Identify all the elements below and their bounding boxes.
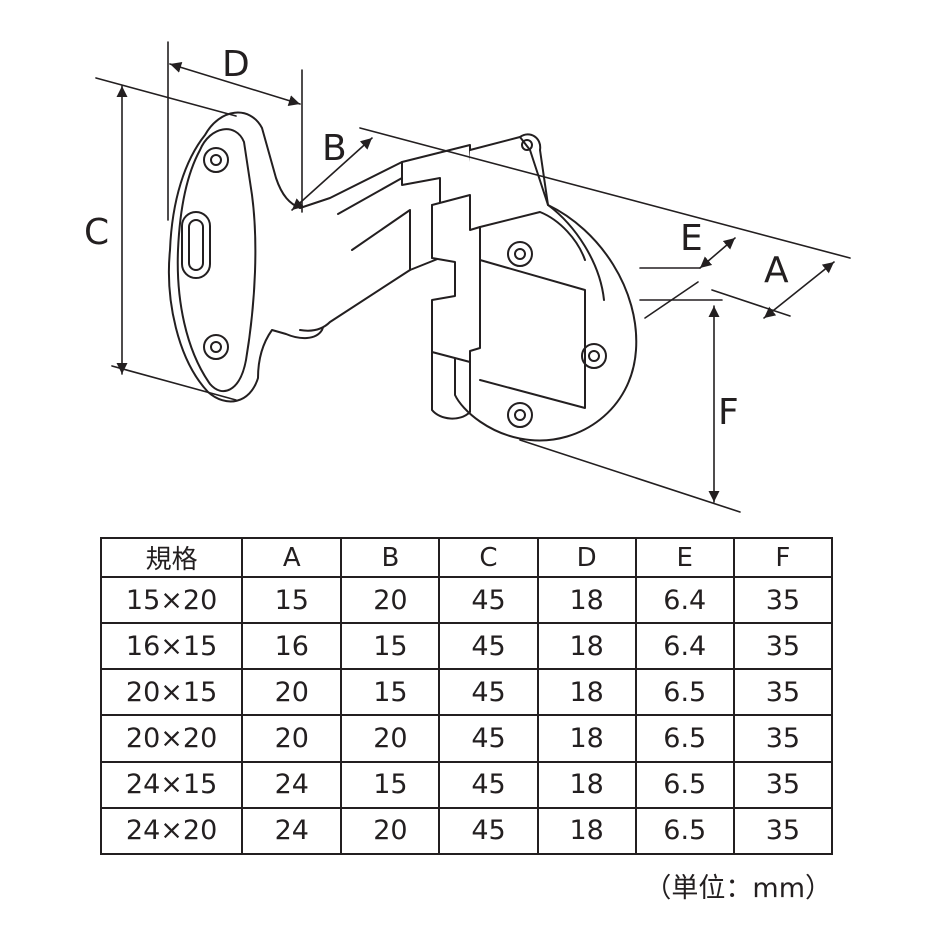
hinge-diagram: D C B E A F — [84, 41, 851, 513]
label-a: A — [764, 250, 789, 291]
table-cell: 35 — [732, 760, 834, 809]
table-cell: 45 — [438, 575, 539, 625]
table-cell: 6.4 — [634, 622, 735, 671]
table-cell: 15 — [241, 575, 343, 625]
header-c: C — [438, 537, 539, 578]
table-cell: 18 — [536, 806, 637, 856]
table-cell: 6.5 — [634, 668, 735, 717]
table-cell: 18 — [536, 760, 637, 809]
table-cell: 18 — [536, 668, 637, 717]
header-e: E — [634, 537, 735, 578]
table-cell: 24×15 — [99, 760, 244, 809]
header-d: D — [536, 537, 637, 578]
label-f: F — [718, 392, 739, 433]
table-cell: 18 — [536, 622, 637, 671]
table-cell: 16×15 — [99, 622, 244, 671]
table-cell: 20 — [241, 714, 343, 763]
table-cell: 35 — [732, 622, 834, 671]
header-a: A — [241, 537, 343, 578]
table-cell: 6.5 — [634, 714, 735, 763]
table-cell: 15 — [340, 760, 441, 809]
table-cell: 45 — [438, 760, 539, 809]
dimension-lines — [95, 41, 851, 513]
hinge-block — [431, 194, 586, 420]
table-cell: 45 — [438, 622, 539, 671]
table-cell: 24×20 — [99, 806, 244, 856]
table-cell: 24 — [241, 806, 343, 856]
table-cell: 20×20 — [99, 714, 244, 763]
table-cell: 35 — [732, 714, 834, 763]
table-cell: 15×20 — [99, 575, 244, 625]
header-spec: 規格 — [99, 537, 244, 578]
table-cell: 45 — [438, 714, 539, 763]
label-c: C — [84, 212, 109, 253]
table-cell: 20 — [340, 575, 441, 625]
label-b: B — [322, 128, 347, 169]
table-cell: 45 — [438, 806, 539, 856]
table-cell: 6.5 — [634, 760, 735, 809]
header-f: F — [732, 537, 834, 578]
table-cell: 24 — [241, 760, 343, 809]
table-cell: 15 — [340, 622, 441, 671]
table-cell: 45 — [438, 668, 539, 717]
table-cell: 35 — [732, 575, 834, 625]
table-cell: 18 — [536, 575, 637, 625]
table-cell: 6.5 — [634, 806, 735, 856]
table-cell: 35 — [732, 806, 834, 856]
table-cell: 18 — [536, 714, 637, 763]
unit-note: （単位：mm） — [644, 873, 832, 904]
label-d: D — [222, 44, 250, 85]
header-b: B — [340, 537, 441, 578]
hinge-disc — [454, 133, 638, 442]
table-cell: 15 — [340, 668, 441, 717]
table-cell: 20 — [340, 714, 441, 763]
table-cell: 20×15 — [99, 668, 244, 717]
table-cell: 6.4 — [634, 575, 735, 625]
table-cell: 20 — [340, 806, 441, 856]
table-cell: 16 — [241, 622, 343, 671]
table-cell: 35 — [732, 668, 834, 717]
table-cell: 20 — [241, 668, 343, 717]
label-e: E — [680, 218, 703, 259]
table-header-row: 規格 A B C D E F — [99, 537, 834, 578]
